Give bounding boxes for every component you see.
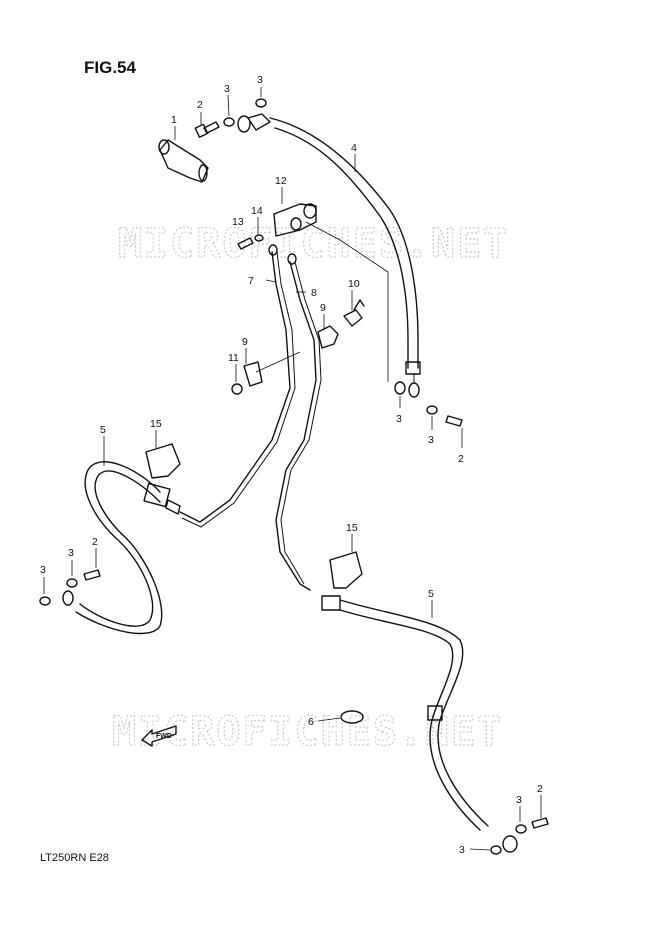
part-2-bolt-bottom[interactable]: [531, 817, 549, 829]
part-2-bolt-right[interactable]: [445, 415, 463, 427]
part-3-washer-h[interactable]: [490, 845, 502, 855]
callout-2: 2: [197, 99, 203, 111]
part-4-brake-hose-upper[interactable]: [237, 113, 421, 398]
figure-title: FIG.54: [84, 58, 137, 77]
part-9-clamp-a[interactable]: [317, 325, 339, 349]
part-15-clip-left[interactable]: [145, 443, 181, 479]
part-11-screw[interactable]: [231, 383, 243, 395]
callout-1: 1: [171, 114, 177, 126]
part-3-washer-a[interactable]: [223, 117, 235, 127]
callout-12: 12: [275, 175, 287, 187]
part-3-washer-c[interactable]: [394, 381, 406, 395]
part-3-washer-b[interactable]: [255, 98, 267, 108]
pipe-7-fitting: [268, 244, 278, 256]
part-10-fitting[interactable]: [343, 299, 365, 327]
part-8-brake-pipe[interactable]: [275, 261, 317, 591]
callout-3: 3: [516, 794, 522, 806]
callout-10: 10: [348, 278, 360, 290]
part-2-bolt-left[interactable]: [83, 569, 101, 581]
callout-6: 6: [308, 716, 314, 728]
callout-11: 11: [228, 352, 239, 364]
part-12-joint[interactable]: [273, 203, 317, 237]
leader-lines: [43, 87, 542, 851]
pipe-8-fitting: [287, 253, 297, 265]
callout-5: 5: [428, 588, 434, 600]
callout-14: 14: [251, 205, 263, 217]
callout-15: 15: [346, 522, 358, 534]
part-3-washer-f[interactable]: [66, 578, 78, 588]
callout-3: 3: [459, 844, 465, 856]
callout-4: 4: [351, 142, 357, 154]
part-9-clamp-b[interactable]: [243, 361, 263, 387]
callout-2: 2: [458, 453, 464, 465]
part-15-clip-right[interactable]: [329, 551, 363, 589]
callout-9: 9: [242, 336, 248, 348]
part-1-cap[interactable]: [158, 139, 209, 183]
part-6-clamp[interactable]: [340, 710, 364, 724]
callout-9: 9: [320, 302, 326, 314]
callout-2: 2: [537, 783, 543, 795]
watermark-top: MICROFICHES.NET: [118, 221, 509, 267]
callout-3: 3: [224, 83, 230, 95]
fwd-label: FWD: [156, 733, 172, 740]
model-code: LT250RN E28: [40, 852, 109, 864]
part-14-washer[interactable]: [254, 234, 264, 242]
callout-7: 7: [248, 275, 254, 287]
part-7-brake-pipe[interactable]: [179, 251, 291, 523]
part-5-brake-hose-left[interactable]: [62, 461, 181, 635]
callout-3: 3: [396, 413, 402, 425]
part-3-washer-g[interactable]: [515, 824, 527, 834]
callout-3: 3: [257, 74, 263, 86]
part-5-brake-hose-right[interactable]: [321, 595, 518, 853]
part-3-washer-d[interactable]: [426, 405, 438, 415]
callout-13: 13: [232, 216, 244, 228]
callout-3: 3: [68, 547, 74, 559]
part-3-washer-e[interactable]: [39, 596, 51, 606]
part-13-bolt[interactable]: [237, 237, 254, 250]
callout-5: 5: [100, 424, 106, 436]
callout-8: 8: [311, 287, 317, 299]
fwd-arrow: FWD: [141, 725, 177, 747]
part-2-bolt-top[interactable]: [194, 121, 220, 138]
callout-3: 3: [40, 564, 46, 576]
callout-labels: 1 2 3 3 4 12 13 14 7 8 10 9 9 11 3 3 2 5…: [40, 74, 543, 856]
callout-2: 2: [92, 536, 98, 548]
callout-3: 3: [428, 434, 434, 446]
callout-15: 15: [150, 418, 162, 430]
